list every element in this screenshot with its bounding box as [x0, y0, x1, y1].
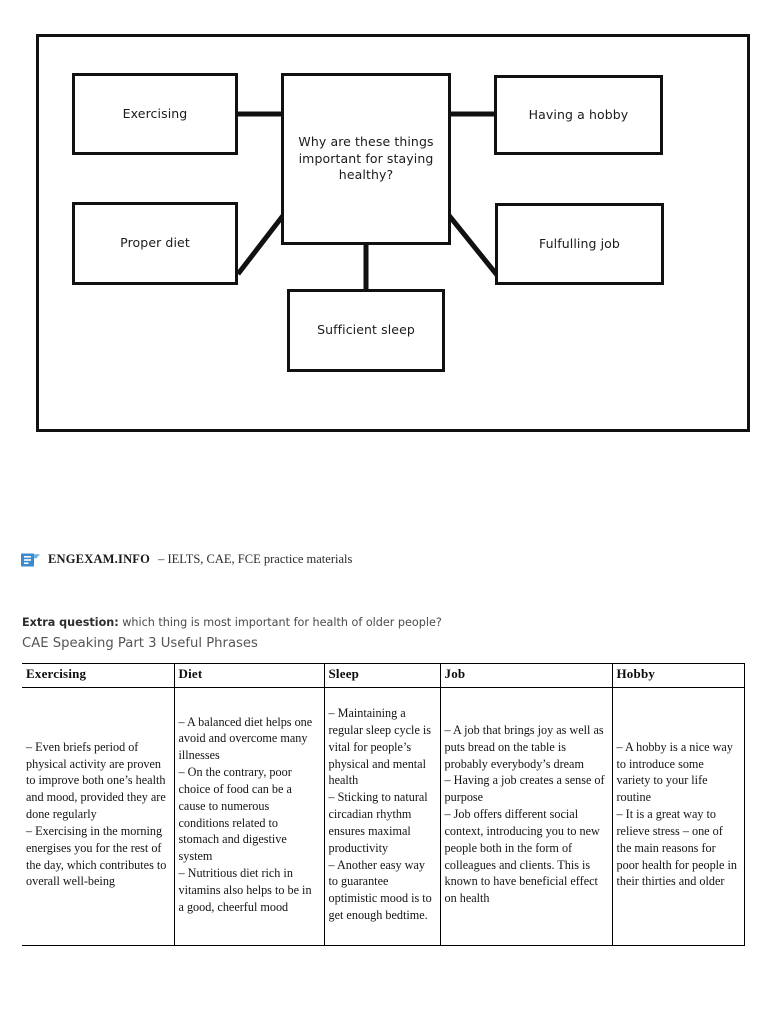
diagram-node-label: Fulfulling job [539, 235, 620, 251]
useful-phrases-table: Exercising Diet Sleep Job Hobby – Even b… [22, 663, 745, 946]
diagram-node-central-question: Why are these things important for stayi… [281, 73, 451, 245]
table-cell-hobby: – A hobby is a nice way to introduce som… [611, 687, 745, 946]
phrase-text: – A balanced diet helps one avoid and ov… [178, 714, 313, 914]
extra-question: Extra question: which thing is most impo… [22, 616, 442, 629]
table-cell-sleep: – Maintaining a regular sleep cycle is v… [323, 687, 440, 946]
diagram-central-label: Why are these things important for stayi… [298, 133, 434, 183]
phrase-text: – A job that brings joy as well as puts … [444, 722, 605, 906]
table-header-hobby: Hobby [611, 663, 745, 688]
table-header-job: Job [439, 663, 612, 688]
phrase-text: – Even briefs period of physical activit… [26, 739, 167, 889]
table-cell-diet: – A balanced diet helps one avoid and ov… [173, 687, 324, 946]
phrase-text: – Maintaining a regular sleep cycle is v… [328, 706, 432, 923]
table-header-row: Exercising Diet Sleep Job Hobby [22, 663, 745, 688]
diagram-node-label: Proper diet [120, 235, 190, 251]
mind-map-connectors [236, 111, 499, 291]
phrase-text: – A hobby is a nice way to introduce som… [616, 739, 737, 889]
diagram-node-having-a-hobby: Having a hobby [494, 75, 663, 155]
diagram-node-fulfulling-job: Fulfulling job [495, 203, 664, 285]
table-row: – Even briefs period of physical activit… [22, 687, 745, 946]
diagram-node-label: Exercising [122, 105, 188, 121]
brand-name: ENGEXAM.INFO [48, 552, 151, 566]
table-header-exercising: Exercising [22, 663, 174, 688]
extra-question-label: Extra question: [22, 616, 119, 629]
diagram-node-label: Sufficient sleep [317, 322, 415, 338]
mind-map-figure: Exercising Proper diet Why are these thi… [36, 34, 750, 432]
brand-byline: ENGEXAM.INFO – IELTS, CAE, FCE practice … [21, 552, 352, 567]
document-flag-icon [21, 553, 40, 566]
table-header-diet: Diet [173, 663, 324, 688]
table-cell-job: – A job that brings joy as well as puts … [439, 687, 612, 946]
diagram-node-sufficient-sleep: Sufficient sleep [287, 289, 445, 372]
section-subtitle: CAE Speaking Part 3 Useful Phrases [22, 636, 258, 651]
brand-tagline: – IELTS, CAE, FCE practice materials [158, 552, 353, 566]
extra-question-text: which thing is most important for health… [118, 616, 442, 629]
diagram-node-proper-diet: Proper diet [72, 202, 238, 285]
table-cell-exercising: – Even briefs period of physical activit… [22, 687, 174, 946]
diagram-node-label: Having a hobby [528, 106, 629, 122]
diagram-node-exercising: Exercising [72, 73, 238, 155]
table-header-sleep: Sleep [323, 663, 440, 688]
